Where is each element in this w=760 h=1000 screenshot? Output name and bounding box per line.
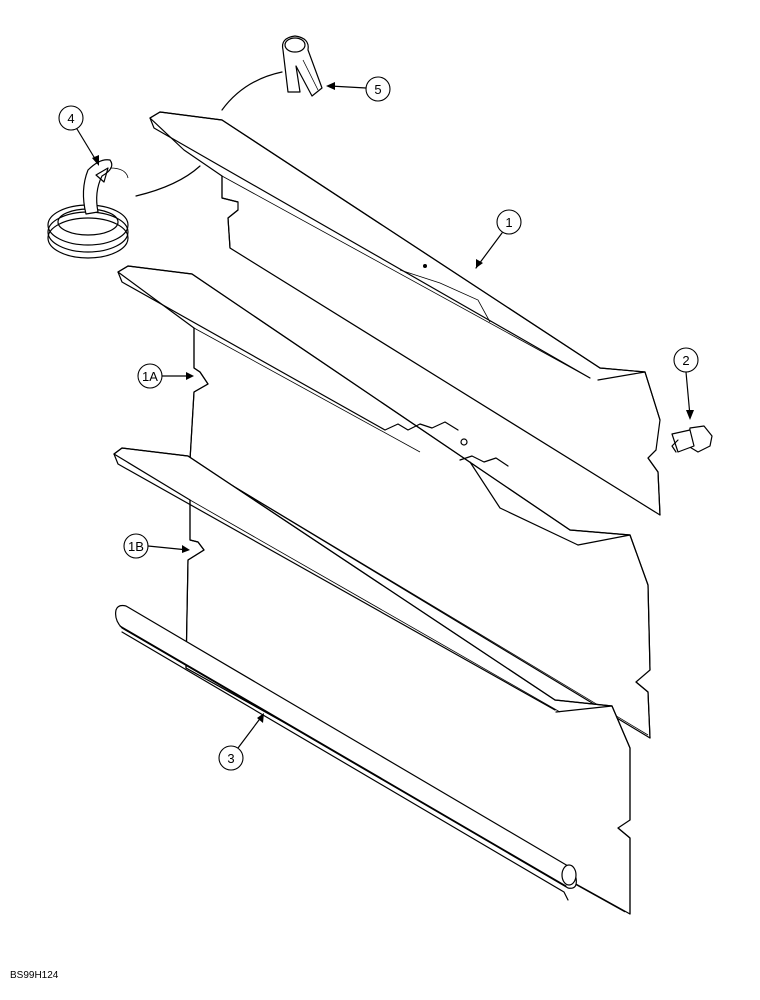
screw-part-2 (671, 425, 713, 453)
svg-text:4: 4 (67, 111, 74, 126)
callout-5: 5 (326, 76, 391, 102)
panel-1 (149, 111, 661, 516)
trim-strip-3 (115, 604, 577, 901)
leader-4-curve (135, 165, 201, 197)
figure-code: BS99H124 (10, 970, 59, 981)
clip-part-5 (281, 35, 323, 97)
callout-3: 3 (218, 713, 264, 771)
coil-part-4 (47, 159, 129, 259)
callout-2: 2 (673, 347, 699, 420)
callout-4: 4 (58, 105, 99, 166)
panel-1a (117, 265, 651, 739)
svg-text:3: 3 (227, 751, 234, 766)
callout-1b: 1B (123, 533, 190, 559)
svg-text:1: 1 (505, 215, 512, 230)
svg-text:2: 2 (682, 353, 689, 368)
callout-1: 1 (475, 209, 522, 269)
leader-5-curve (221, 71, 283, 111)
callout-1a: 1A (137, 363, 194, 389)
svg-text:1A: 1A (142, 369, 158, 384)
svg-text:1B: 1B (128, 539, 144, 554)
svg-text:5: 5 (374, 82, 381, 97)
